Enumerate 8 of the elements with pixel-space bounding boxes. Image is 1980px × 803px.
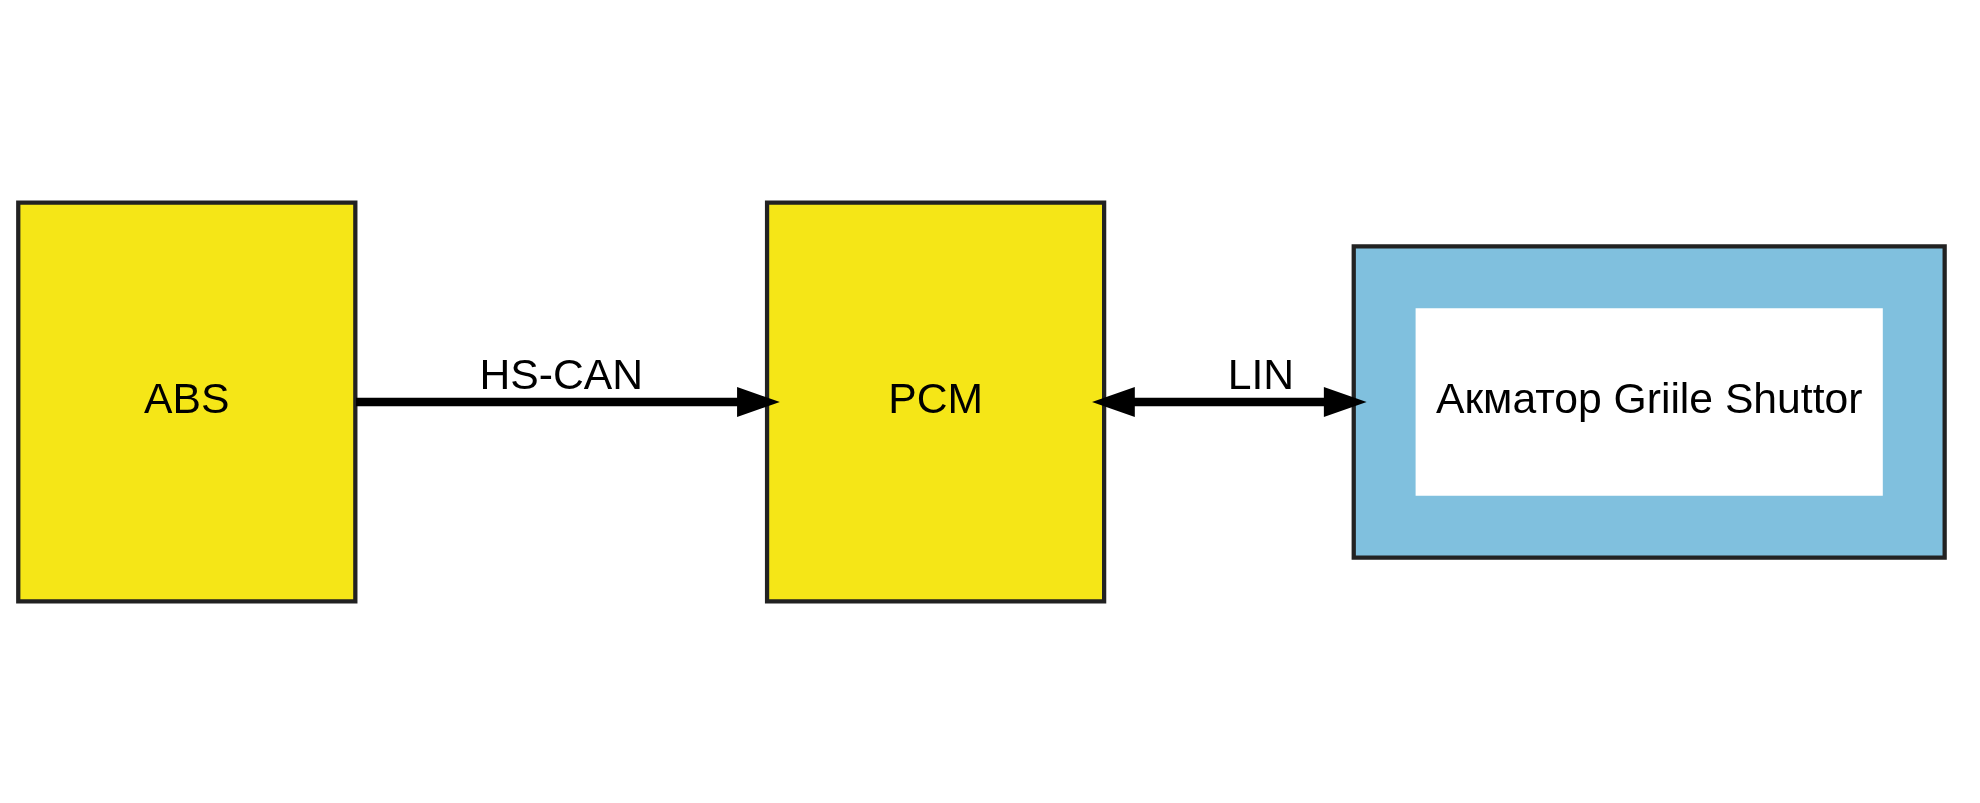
node-box: ABS (16, 199, 358, 604)
cluster (1351, 243, 1947, 560)
arrow (356, 386, 780, 417)
node-box: Акматор Griile Shuttor (1415, 307, 1883, 496)
edge-label: HS-CAN (479, 349, 643, 398)
edge-label: LIN (1227, 349, 1295, 398)
arrow (1092, 386, 1367, 417)
node-box: PCM (764, 199, 1107, 604)
